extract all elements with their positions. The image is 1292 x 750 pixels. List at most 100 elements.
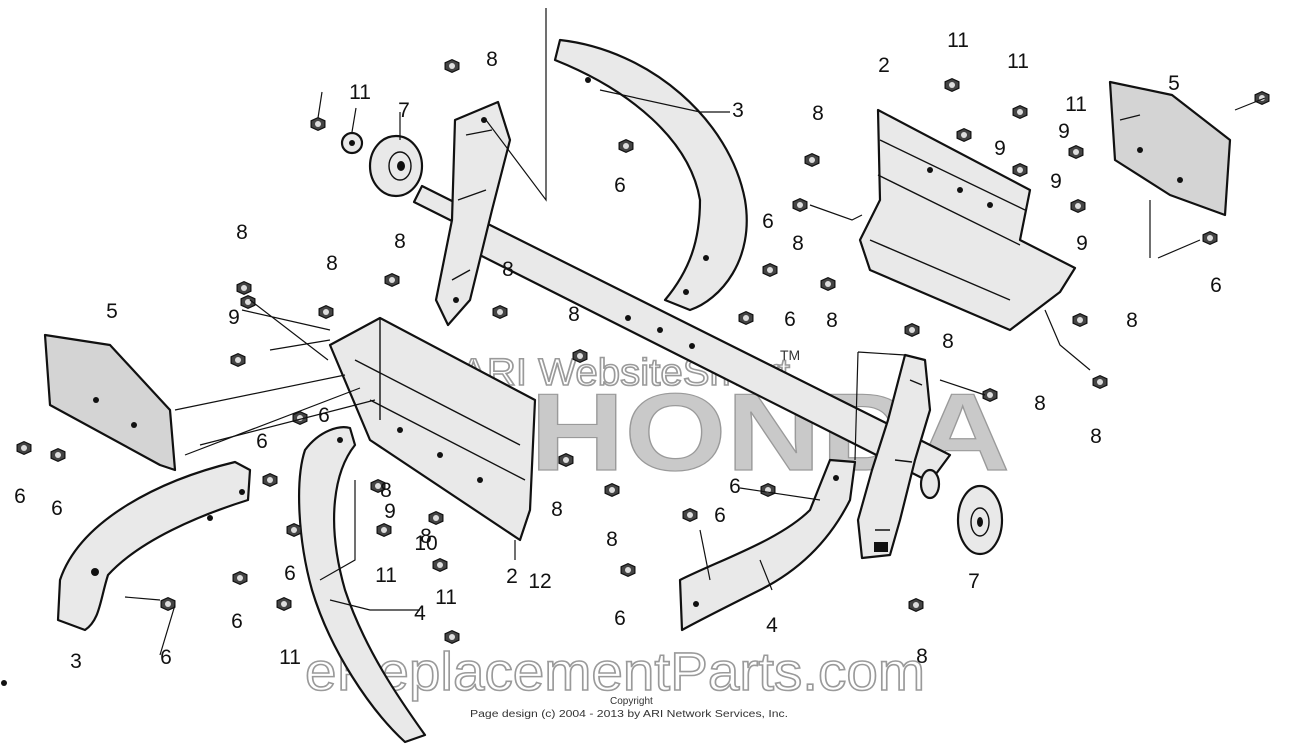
callout-8: 8 [1090, 425, 1102, 448]
fastener [558, 452, 574, 468]
callout-3: 3 [732, 99, 744, 122]
callout-8: 8 [380, 479, 392, 502]
callout-6: 6 [14, 485, 26, 508]
callout-11: 11 [375, 564, 397, 587]
callout-6: 6 [256, 430, 268, 453]
callout-5: 5 [1168, 72, 1180, 95]
callout-8: 8 [942, 330, 954, 353]
bracket-2-left [328, 316, 537, 542]
callout-11: 11 [1065, 93, 1087, 116]
fastener [444, 58, 460, 74]
fastener [620, 562, 636, 578]
site-watermark: eReplacementParts.com [305, 642, 925, 702]
callout-8: 8 [420, 525, 432, 548]
auger-blade-3-lower [56, 460, 252, 632]
auger-blade-3-upper [553, 38, 748, 312]
fastener [820, 276, 836, 292]
fastener [944, 77, 960, 93]
fastener [1072, 312, 1088, 328]
fastener [604, 482, 620, 498]
callout-8: 8 [916, 645, 928, 668]
bearing-7-lower [956, 484, 1004, 556]
callout-8: 8 [1126, 309, 1138, 332]
callout-6: 6 [284, 562, 296, 585]
fastener [1092, 374, 1108, 390]
callout-8: 8 [486, 48, 498, 71]
leader-lines [124, 8, 1266, 656]
fastener [760, 482, 776, 498]
callout-11: 11 [947, 29, 969, 52]
fastener [682, 507, 698, 523]
callout-11: 11 [435, 586, 457, 609]
fastener [1070, 198, 1086, 214]
fastener [792, 197, 808, 213]
auger-blade-4-right [678, 458, 857, 632]
callout-9: 9 [1050, 170, 1062, 193]
fastener [956, 127, 972, 143]
fastener [618, 138, 634, 154]
fastener [1012, 104, 1028, 120]
corner-dot [1, 680, 7, 686]
callout-10: 10 [414, 532, 437, 555]
callout-11: 11 [1007, 50, 1029, 73]
callout-6: 6 [729, 475, 741, 498]
fastener [262, 472, 278, 488]
fastener [16, 440, 32, 456]
callout-8: 8 [812, 102, 824, 125]
spider-right [856, 353, 932, 560]
callout-8: 8 [326, 252, 338, 275]
fastener [232, 570, 248, 586]
callout-6: 6 [714, 504, 726, 527]
fastener [318, 304, 334, 320]
bearing-7-upper [368, 134, 424, 198]
callout-4: 4 [414, 602, 426, 625]
fastener [286, 522, 302, 538]
spider-left [434, 100, 512, 327]
callout-11: 11 [349, 81, 371, 104]
copyright-label: Copyright [610, 696, 653, 707]
fastener [762, 262, 778, 278]
callout-9: 9 [384, 500, 396, 523]
callout-6: 6 [160, 646, 172, 669]
callout-8: 8 [568, 303, 580, 326]
callout-9: 9 [994, 137, 1006, 160]
callout-11: 11 [279, 646, 301, 669]
fastener-group [16, 58, 1270, 645]
fastener [50, 447, 66, 463]
callout-6: 6 [318, 404, 330, 427]
tm-watermark: TM [780, 347, 800, 363]
fastener [370, 478, 386, 494]
callout-6: 6 [231, 610, 243, 633]
fastener [236, 280, 252, 296]
callout-12: 12 [528, 570, 551, 593]
callout-8: 8 [826, 309, 838, 332]
callout-8: 8 [551, 498, 563, 521]
callout-9: 9 [1058, 120, 1070, 143]
pad-5-left [43, 333, 177, 472]
fastener [160, 596, 176, 612]
fastener [432, 557, 448, 573]
fastener [572, 348, 588, 364]
callout-2: 2 [878, 54, 890, 77]
fastener [276, 596, 292, 612]
callout-4: 4 [766, 614, 778, 637]
callout-6: 6 [614, 174, 626, 197]
fastener [240, 294, 256, 310]
callout-8: 8 [606, 528, 618, 551]
callout-2: 2 [506, 565, 518, 588]
copyright-line: Page design (c) 2004 - 2013 by ARI Netwo… [470, 709, 788, 720]
fastener [904, 322, 920, 338]
fastener [230, 352, 246, 368]
washer-10 [340, 131, 364, 155]
callout-7: 7 [398, 99, 410, 122]
callout-3: 3 [70, 650, 82, 673]
fastener [1012, 162, 1028, 178]
callout-6: 6 [762, 210, 774, 233]
callout-8: 8 [1034, 392, 1046, 415]
callout-9: 9 [228, 306, 240, 329]
fastener [384, 272, 400, 288]
fastener [1202, 230, 1218, 246]
fastener [310, 116, 326, 132]
fastener [1254, 90, 1270, 106]
